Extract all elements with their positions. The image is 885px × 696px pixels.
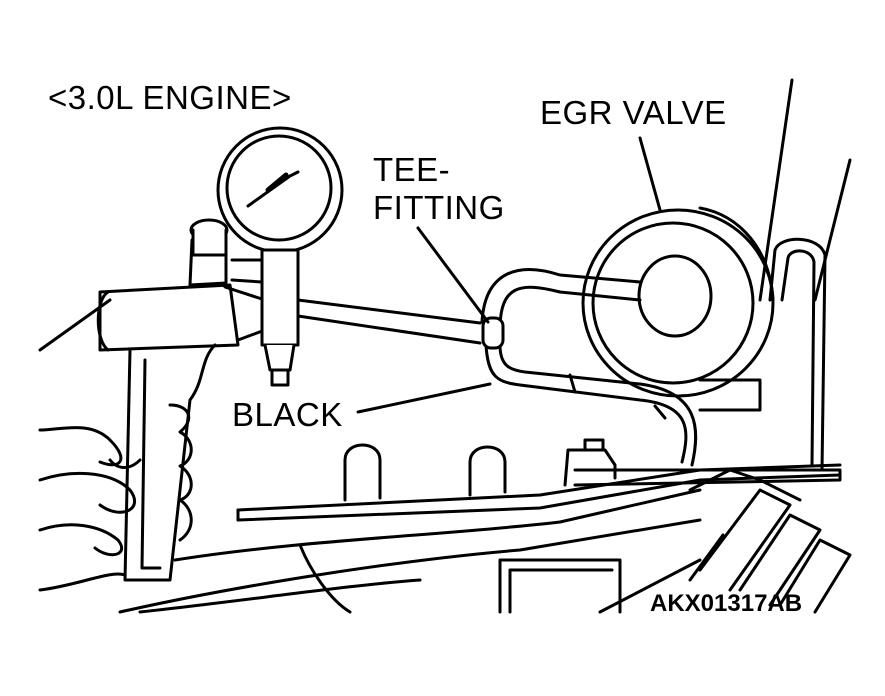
egr-valve xyxy=(581,206,775,398)
hand xyxy=(38,298,142,592)
leader-lines xyxy=(356,136,725,582)
black-hose-label: BLACK xyxy=(232,396,343,433)
tee-fitting xyxy=(481,316,505,350)
egr-valve-label: EGR VALVE xyxy=(540,94,727,131)
tee-fitting-label-line2: FITTING xyxy=(373,189,505,226)
figure-reference: AKX01317AB xyxy=(650,590,803,617)
vacuum-hoses xyxy=(296,268,698,467)
tee-fitting-label-line1: TEE- xyxy=(373,151,451,188)
engine-background xyxy=(118,78,852,614)
engine-label: <3.0L ENGINE> xyxy=(48,79,292,116)
vacuum-gauge xyxy=(216,126,344,387)
vacuum-pump xyxy=(96,218,267,582)
